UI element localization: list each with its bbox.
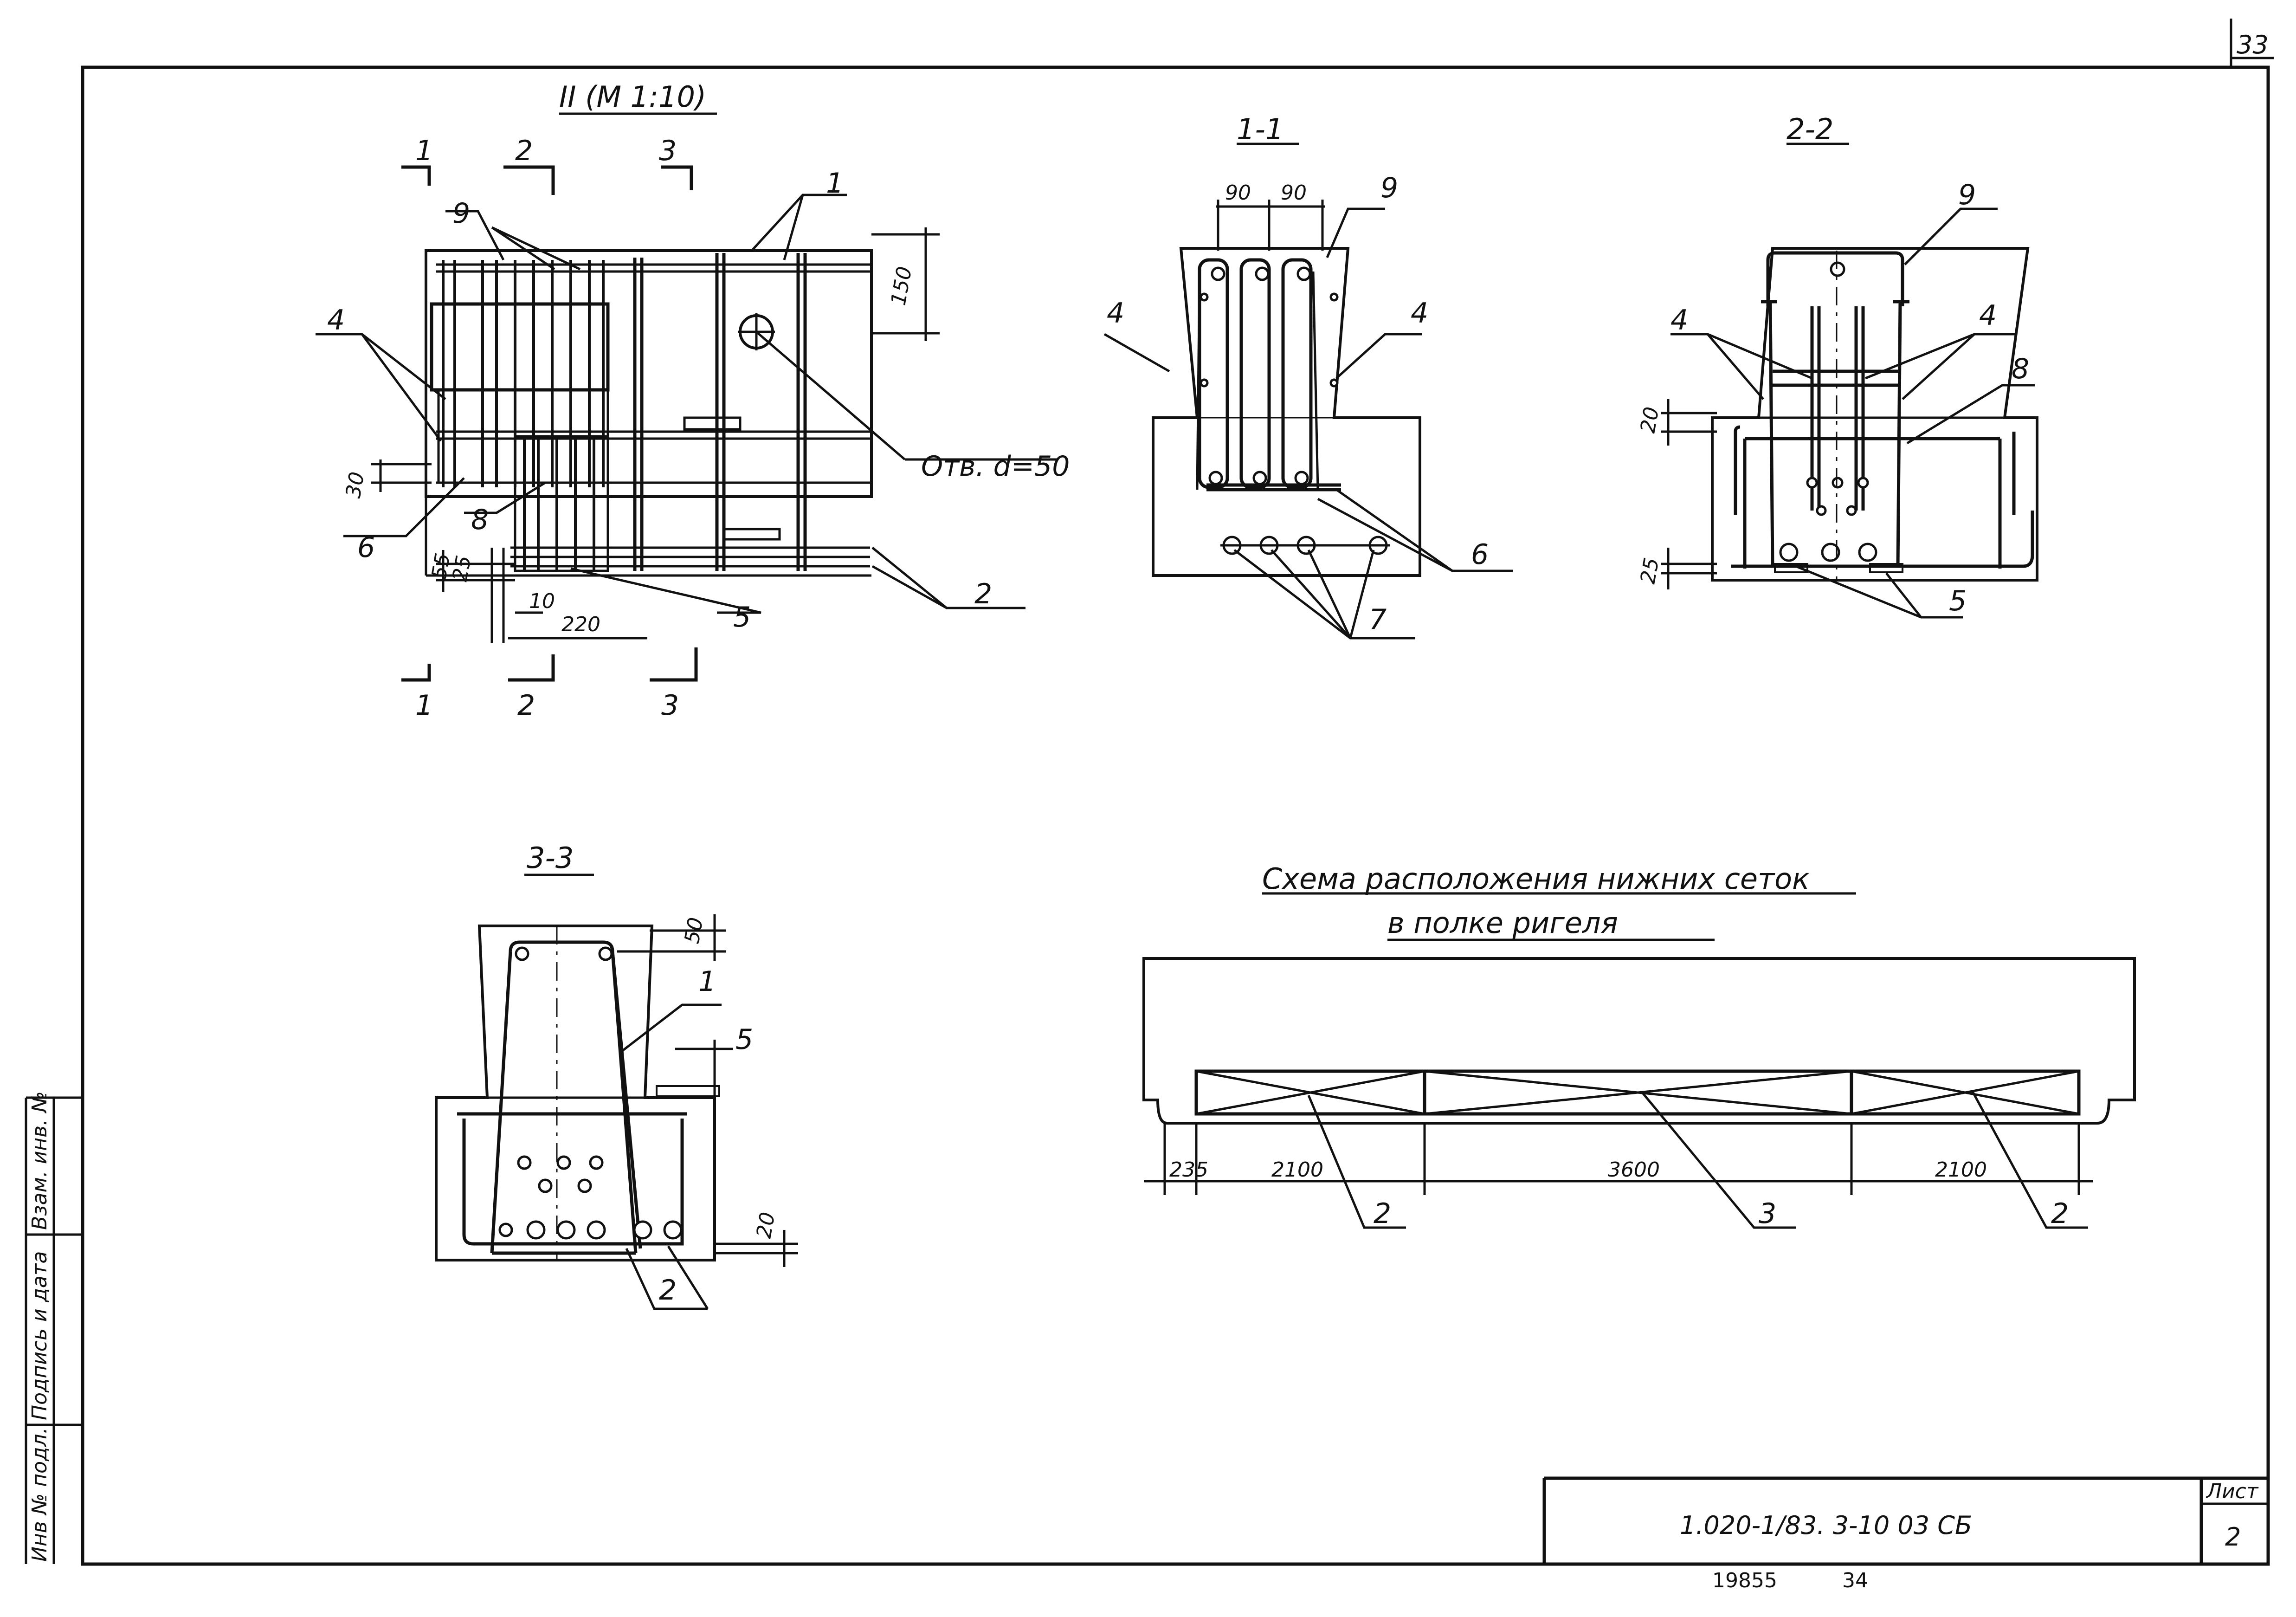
callout-8: 8: [2012, 353, 2029, 385]
section-1-1-title: 1-1: [1237, 112, 1283, 146]
callout-8: 8: [471, 504, 489, 536]
callout-4-right: 4: [1979, 299, 1997, 332]
dim-2100-right: 2100: [1935, 1158, 1987, 1182]
hole-note: Отв. d=50: [921, 450, 1070, 483]
callout-6: 6: [357, 531, 375, 564]
dim-20: 20: [752, 1210, 780, 1240]
callout-4-left: 4: [1670, 304, 1688, 336]
schema-title-line2: в полке ригеля: [1387, 906, 1618, 940]
callout-2: 2: [974, 578, 992, 610]
sheet-number: 2: [2225, 1522, 2241, 1552]
stamp-inv-podl: Инв № подл.: [28, 1427, 52, 1562]
frame-text: 33 Инв № подл. Подпись и дата Взам. инв.…: [28, 30, 2274, 1592]
dim-50: 50: [680, 916, 708, 945]
footer-page: 34: [1842, 1569, 1868, 1592]
callout-2-right: 2: [2051, 1197, 2069, 1230]
callout-9: 9: [1380, 172, 1398, 204]
title-block: [1542, 1476, 2268, 1564]
dim-90-right: 90: [1281, 181, 1307, 205]
dim-220: 220: [561, 613, 600, 636]
dim-2100-left: 2100: [1271, 1158, 1323, 1182]
dim-55: 55: [427, 551, 455, 581]
dim-25: 25: [1636, 556, 1664, 586]
callout-1: 1: [826, 167, 844, 200]
schema-title-line1: Схема расположения нижних сеток: [1262, 862, 1810, 896]
cut-3-bottom: 3: [661, 689, 679, 722]
callout-4-right: 4: [1411, 297, 1428, 330]
section-3-3-labels: 3-3 50 1 5 20 2: [524, 841, 780, 1307]
schema-labels: Схема расположения нижних сеток в полке …: [1169, 862, 2069, 1230]
dim-3600: 3600: [1608, 1158, 1660, 1182]
view-title: II (M 1:10): [559, 80, 706, 114]
callout-5: 5: [735, 1023, 753, 1056]
callout-2: 2: [659, 1274, 677, 1307]
callout-4-left: 4: [1107, 297, 1124, 330]
section-1-1-labels: 1-1 90 90 9 4 4 6 7: [1107, 112, 1489, 636]
dim-30: 30: [342, 470, 369, 500]
cut-2-bottom: 2: [517, 689, 535, 722]
section-1-1: [1103, 200, 1513, 640]
sheet-label: Лист: [2206, 1480, 2259, 1503]
stamp-vzam-inv: Взам. инв. №: [28, 1091, 52, 1230]
dim-235: 235: [1169, 1158, 1208, 1182]
dim-150: 150: [887, 265, 917, 307]
view-ii-labels: II (M 1:10) 1 2 3 1 2 3 9 1 4 Отв. d=50 …: [327, 80, 1070, 722]
callout-5: 5: [1949, 585, 1967, 617]
document-code: 1.020-1/83. 3-10 03 СБ: [1680, 1511, 1972, 1540]
cut-3-top: 3: [659, 135, 677, 167]
section-3-3-title: 3-3: [527, 841, 574, 875]
section-2-2: [1661, 207, 2038, 619]
schema-view: [1142, 892, 2136, 1229]
callout-9: 9: [1958, 179, 1976, 211]
callout-9: 9: [452, 197, 470, 230]
callout-5: 5: [733, 601, 751, 634]
dim-20: 20: [1636, 405, 1664, 435]
outer-frame: [81, 65, 2270, 1566]
view-ii: [316, 165, 1058, 682]
cut-1-top: 1: [415, 135, 433, 167]
stamp-podpis-data: Подпись и дата: [28, 1251, 52, 1420]
dim-10: 10: [529, 589, 555, 613]
footer-number: 19855: [1712, 1569, 1777, 1592]
mesh-panel-right: [1850, 1069, 2081, 1116]
callout-1: 1: [698, 965, 716, 998]
section-3-3: [435, 914, 798, 1310]
cut-2-top: 2: [515, 135, 533, 167]
callout-4: 4: [327, 304, 345, 336]
dim-25: 25: [448, 554, 476, 583]
dim-90-left: 90: [1225, 181, 1251, 205]
section-2-2-labels: 2-2 9 4 4 8 5 20 25: [1636, 112, 2030, 617]
callout-7: 7: [1369, 603, 1387, 636]
callout-3: 3: [1759, 1197, 1776, 1230]
section-2-2-title: 2-2: [1786, 112, 1833, 146]
page-number: 33: [2237, 30, 2269, 59]
callout-6: 6: [1471, 538, 1489, 571]
callout-2-left: 2: [1374, 1197, 1391, 1230]
cut-1-bottom: 1: [415, 689, 433, 722]
